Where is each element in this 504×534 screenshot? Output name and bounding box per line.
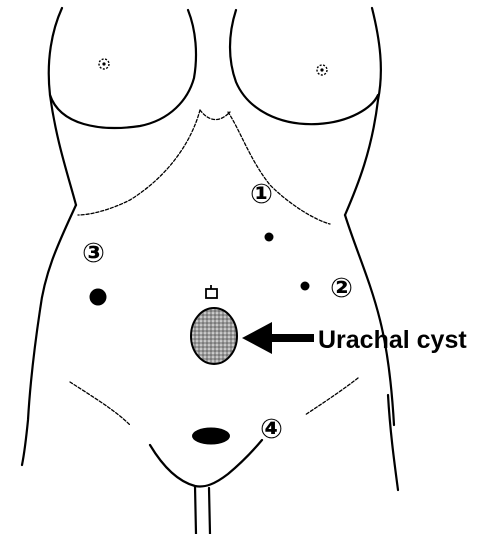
port-site-3 [90, 289, 107, 306]
thigh-gap-right [209, 488, 210, 534]
right-inguinal-line [305, 378, 358, 415]
right-waist [345, 215, 394, 425]
groin-curve [150, 440, 262, 487]
torso-outline [22, 8, 398, 534]
urachal-cyst-label: Urachal cyst [318, 326, 467, 354]
left-breast [50, 10, 196, 128]
port-number-4: ④ [260, 414, 283, 445]
umbilicus-marker [206, 285, 217, 298]
port-number-1: ① [250, 179, 273, 210]
port-site-2 [301, 282, 310, 291]
pointer-arrow [242, 322, 314, 354]
xiphoid-line [200, 110, 230, 120]
left-nipple [99, 59, 109, 69]
urachal-cyst [191, 308, 237, 364]
left-inguinal-line [70, 382, 130, 425]
left-upper-side [49, 8, 76, 205]
port-site-4 [192, 428, 230, 445]
thigh-gap-left [195, 486, 196, 534]
port-number-2: ② [330, 273, 353, 304]
port-number-3: ③ [82, 238, 105, 269]
left-waist [22, 205, 76, 465]
right-breast [230, 10, 378, 124]
port-site-1 [265, 233, 274, 242]
right-rib-line [228, 112, 330, 224]
right-nipple [317, 65, 327, 75]
